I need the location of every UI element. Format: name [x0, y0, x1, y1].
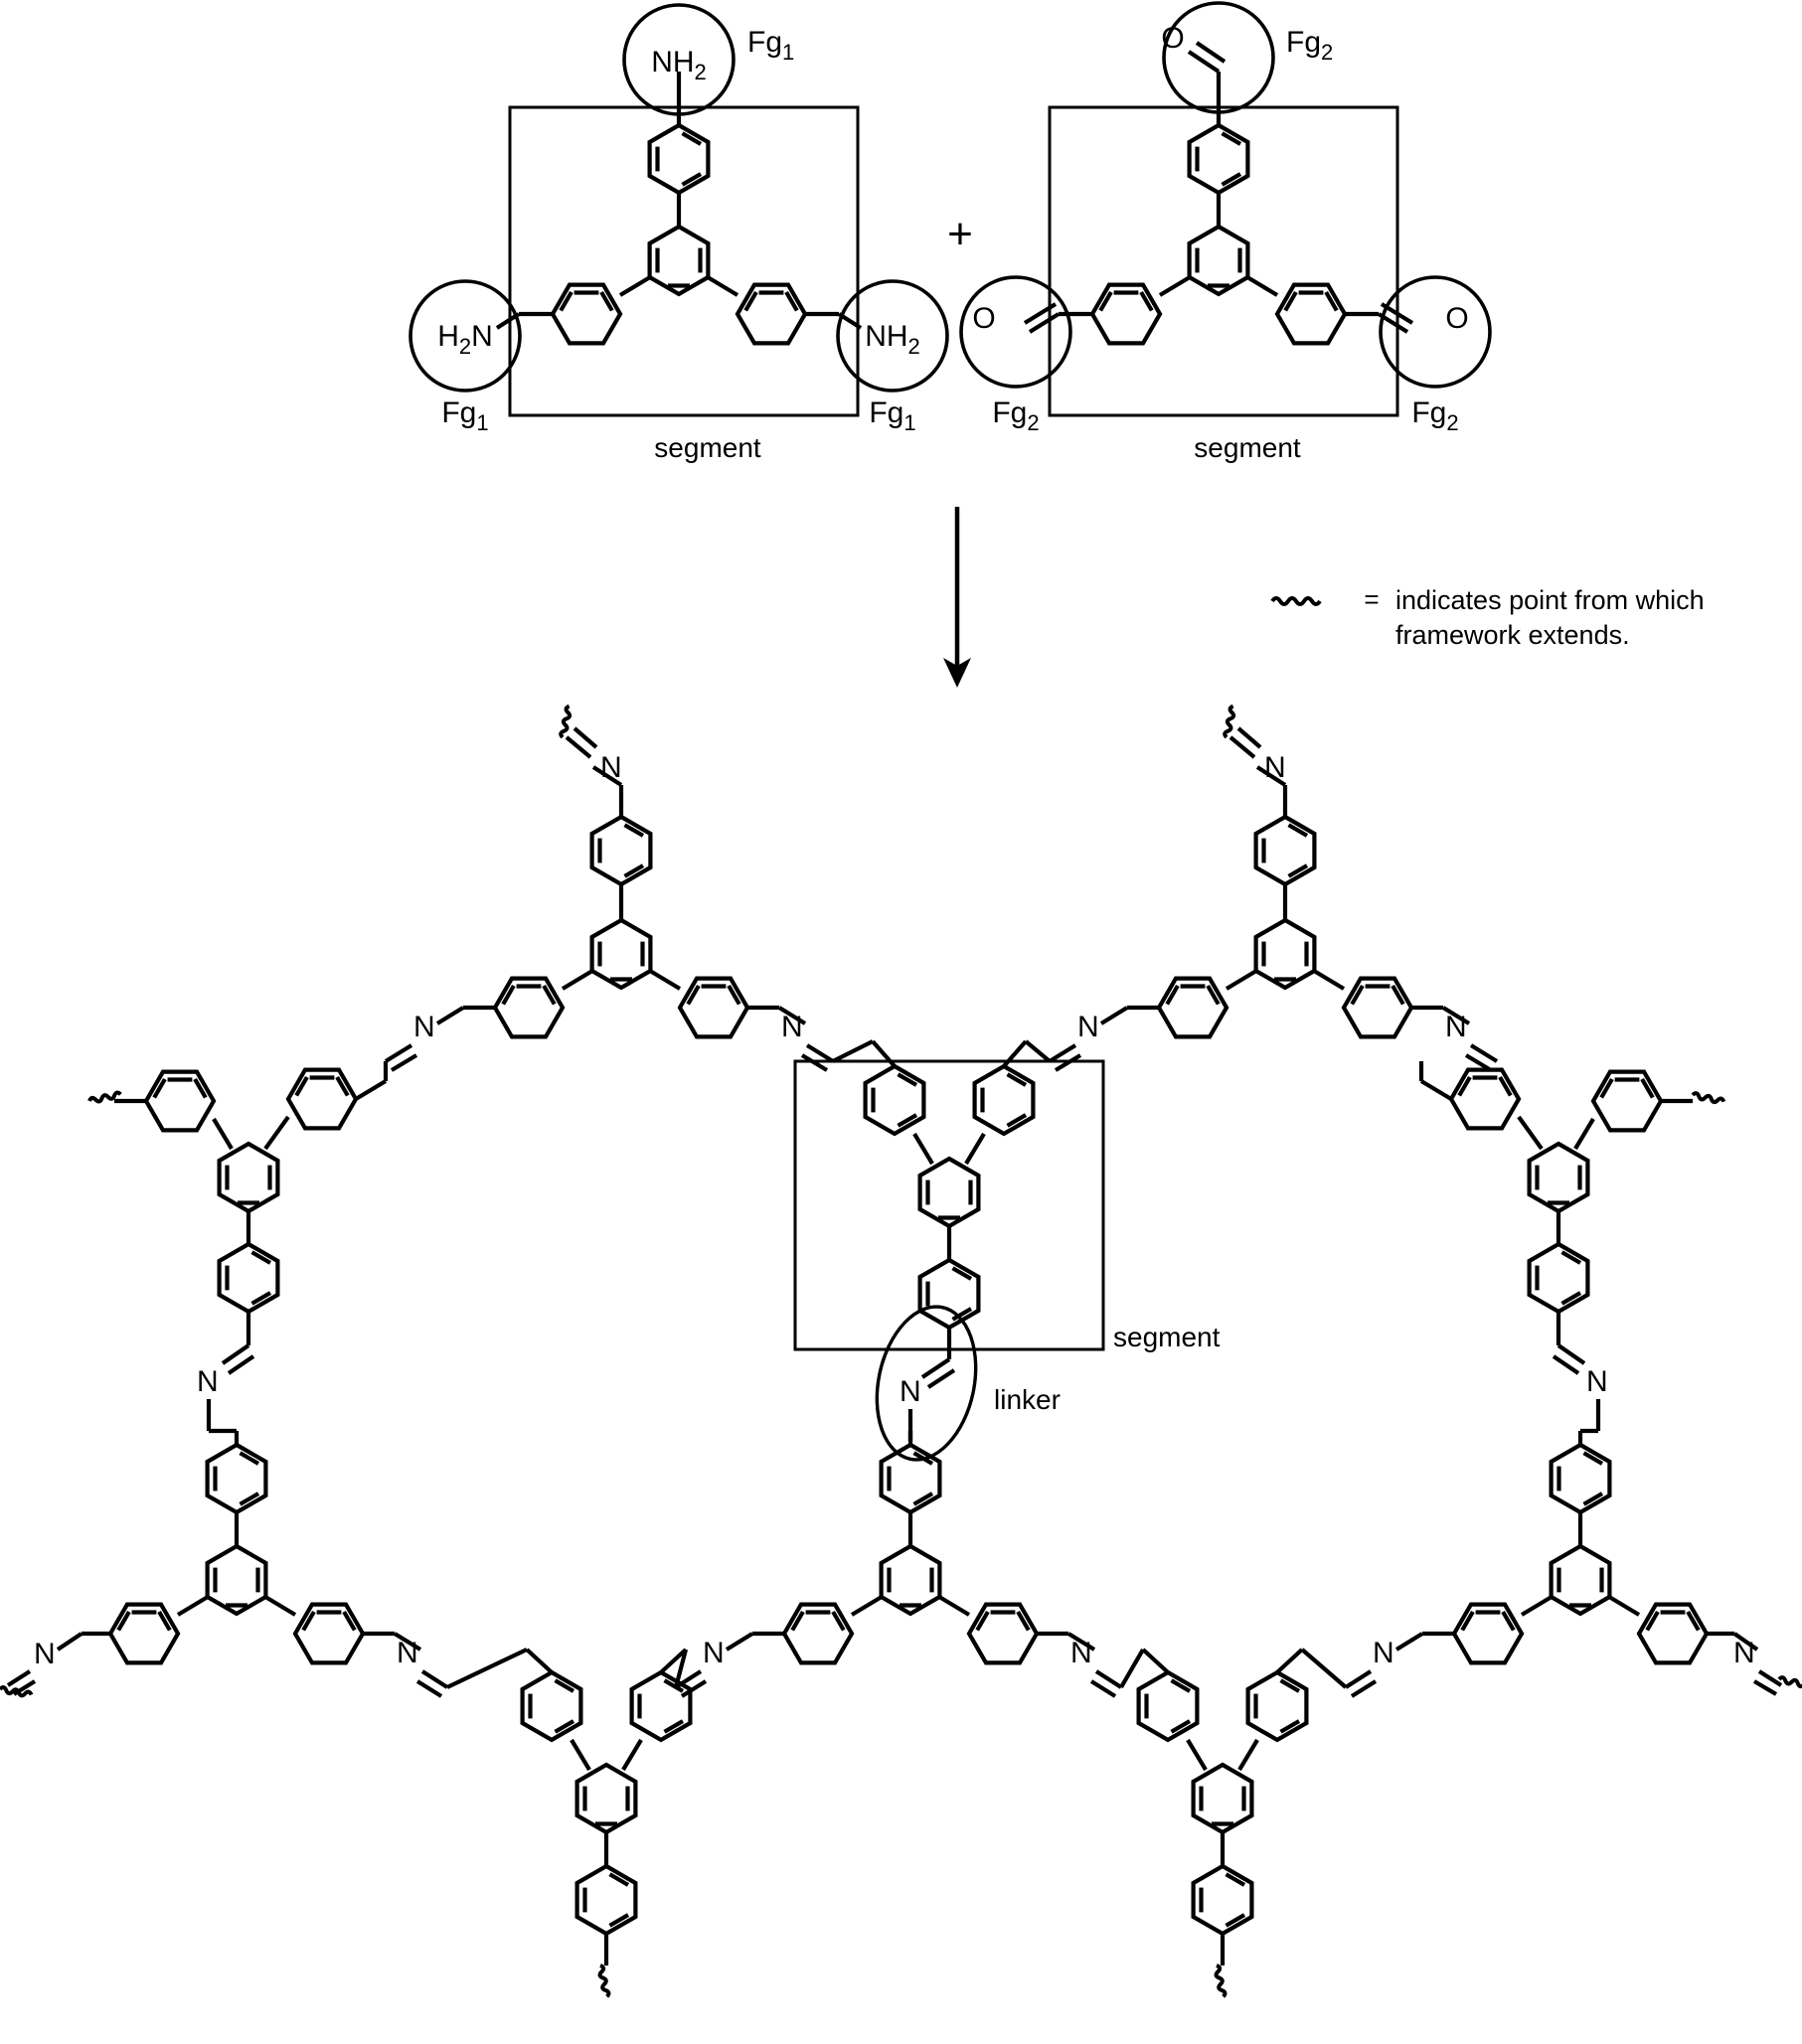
fg-circle-bottom-left-monomer: [409, 279, 522, 393]
legend-line-1: indicates point from which: [1395, 585, 1705, 615]
fg-tag-fg1-bottom-right: Fg1: [869, 396, 915, 435]
fg-label-o-top: O: [1161, 22, 1184, 55]
reactant-triamine: NH2 Fg1 H2N Fg1: [409, 3, 949, 463]
cof-node-bottom-right-inv: [1139, 1648, 1307, 1999]
trialdehyde-top-arm: O Fg2: [1161, 1, 1333, 227]
imine-n-label: N: [1264, 751, 1286, 784]
imine-n-label: N: [781, 1011, 803, 1043]
cof-bridging-bonds: [209, 1039, 1598, 1689]
fg-label-o-bottom-left: O: [972, 302, 995, 335]
segment-label-trialdehyde: segment: [1194, 432, 1301, 463]
triamine-top-arm: NH2 Fg1: [622, 3, 794, 227]
fg-label-o-bottom-right: O: [1445, 302, 1468, 335]
linker-label: linker: [994, 1384, 1061, 1415]
imine-n-label: N: [397, 1637, 418, 1669]
cof-node-segment-boxed: N segment linker: [793, 1039, 1221, 1462]
fg-label-h2n-bottom-left: H2N: [437, 320, 493, 359]
legend-line-2: framework extends.: [1395, 620, 1630, 650]
imine-n-label: N: [1373, 1637, 1394, 1669]
segment-label-triamine: segment: [654, 432, 761, 463]
segment-box-trialdehyde: [1048, 105, 1399, 417]
cof-node-far-left-upper: N: [86, 1070, 388, 1431]
imine-n-label: N: [600, 751, 622, 784]
fg-tag-fg2-top: Fg2: [1286, 26, 1333, 65]
fg-tag-fg1-top: Fg1: [747, 26, 794, 65]
imine-n-label: N: [197, 1365, 219, 1398]
fg-tag-fg2-bottom-left: Fg2: [992, 396, 1039, 435]
triamine-left-arm: H2N Fg1: [409, 275, 652, 435]
cof-node-lower-right: N N: [1344, 1431, 1802, 1698]
trialdehyde-left-arm: O Fg2: [959, 275, 1192, 435]
linker-highlight-ellipse: [875, 1305, 978, 1462]
cof-node-upper-right: N N N: [1048, 704, 1499, 1072]
imine-n-label: N: [413, 1011, 435, 1043]
imine-n-label-linker: N: [900, 1375, 921, 1408]
imine-n-label: N: [34, 1638, 56, 1670]
cof-node-upper-left: N N N: [384, 704, 835, 1072]
triamine-right-arm: NH2 Fg1: [706, 275, 949, 435]
imine-n-label: N: [1077, 1011, 1099, 1043]
segment-box-triamine: [508, 105, 860, 417]
reactant-trialdehyde: O Fg2 O Fg2 O: [959, 1, 1492, 463]
reaction-arrow: [943, 507, 971, 688]
imine-n-label: N: [1445, 1011, 1467, 1043]
plus-operator: +: [947, 210, 973, 258]
legend: = indicates point from which framework e…: [1270, 584, 1705, 650]
trialdehyde-right-arm: O Fg2: [1245, 275, 1492, 435]
legend-equals: =: [1364, 584, 1379, 614]
product-cof-network: N N N N: [0, 704, 1802, 1999]
imine-n-label: N: [1586, 1365, 1608, 1398]
fg-circle-bottom-right-monomer: [836, 279, 949, 393]
fg-label-nh2-top: NH2: [651, 46, 707, 84]
fg-tag-fg1-bottom-left: Fg1: [441, 396, 488, 435]
imine-n-label: N: [703, 1637, 725, 1669]
imine-n-label: N: [1733, 1637, 1755, 1669]
fg-circle-top-left-monomer: [622, 3, 736, 116]
imine-n-label: N: [1070, 1637, 1092, 1669]
fg-label-nh2-bottom-right: NH2: [865, 320, 920, 359]
squiggle-icon: [1270, 596, 1322, 606]
fg-circle-bottom-right-trialdehyde: [1379, 275, 1492, 389]
cof-node-lower-left: N N: [0, 1431, 449, 1700]
fg-tag-fg2-bottom-right: Fg2: [1411, 396, 1458, 435]
cof-node-bottom-left-inv: [523, 1648, 691, 1999]
fg-circle-bottom-left-trialdehyde: [959, 275, 1072, 389]
segment-label-product: segment: [1113, 1322, 1221, 1352]
fg-circle-top-right-monomer: [1162, 1, 1275, 114]
cof-node-far-right-upper: N: [1419, 1070, 1726, 1431]
